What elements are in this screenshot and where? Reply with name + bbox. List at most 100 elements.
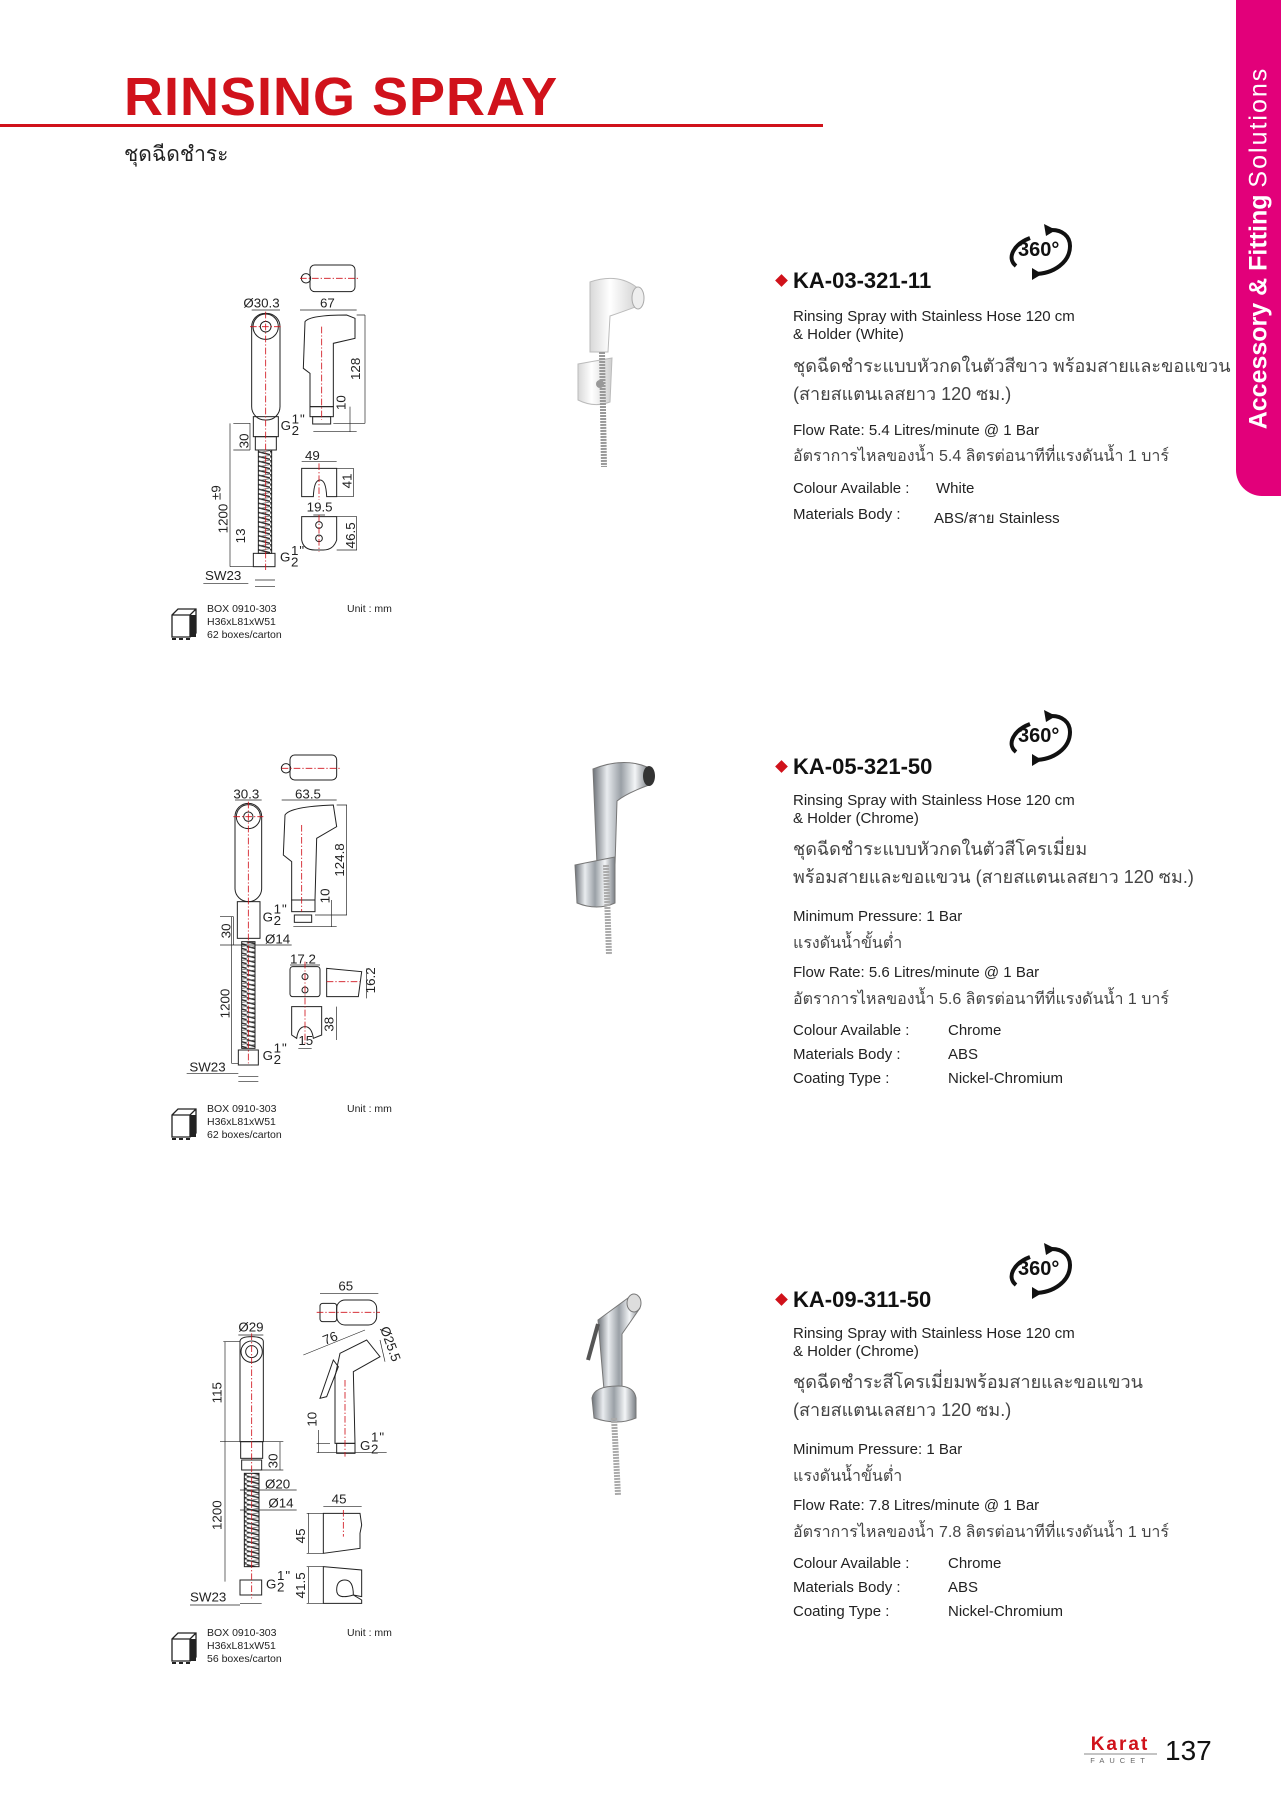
rotate-360-icon: 360°: [1009, 710, 1073, 766]
spec-value: White: [936, 480, 975, 497]
dim-diagonal: 76: [321, 1328, 340, 1347]
description-en-line1: Rinsing Spray with Stainless Hose 120 cm: [793, 308, 1075, 325]
dim-ten: 10: [305, 1412, 320, 1427]
dim-nut: 13: [233, 529, 248, 544]
dim-spanner: SW23: [189, 1060, 225, 1075]
product-ka-05-321-50: KA-05-321-50 360° Rinsing Spray with Sta…: [775, 710, 1217, 1094]
section-tab-thin: Solutions: [1244, 66, 1272, 188]
spec-label: Materials Body :: [793, 1579, 901, 1596]
dim-holder-width: 45: [332, 1491, 347, 1506]
svg-text:±9: ±9: [209, 485, 224, 500]
product-ka-03-321-11: KA-03-321-11 360° Rinsing Spray with Sta…: [775, 224, 1231, 528]
svg-text:2: 2: [274, 913, 281, 928]
flow-rate-th: อัตราการไหลของน้ำ 7.8 ลิตรต่อนาทีที่แรงด…: [793, 1524, 1169, 1541]
min-pressure-en: Minimum Pressure: 1 Bar: [793, 1441, 963, 1458]
svg-text:360°: 360°: [1018, 725, 1059, 747]
spec-label: Colour Available :: [793, 1555, 910, 1572]
svg-text:Karat: Karat: [1091, 1734, 1150, 1755]
technical-drawing-ka-05-321-50: 30.3 63.5 124.8 10 G 1 2 " 30 Ø14 1200 G…: [186, 754, 378, 1082]
box-icon: [171, 1632, 197, 1664]
dim-ten: 10: [317, 889, 332, 904]
dim-width: 67: [320, 295, 335, 310]
flow-rate-th: อัตราการไหลของน้ำ 5.6 ลิตรต่อนาทีที่แรงด…: [793, 991, 1169, 1008]
box-carton-qty: 62 boxes/carton: [207, 1129, 282, 1141]
spec-value: ABS: [948, 1579, 979, 1596]
dim-hose-length: 1200: [215, 504, 230, 534]
dim-hose-length: 1200: [217, 989, 232, 1019]
svg-text:": ": [379, 1430, 384, 1445]
box-carton-qty: 62 boxes/carton: [207, 629, 282, 641]
svg-text:G: G: [263, 1048, 273, 1063]
dim-collar-diameter: Ø20: [265, 1476, 290, 1491]
spec-value: ABS/สาย Stainless: [934, 510, 1060, 527]
description-th-line2: พร้อมสายและขอแขวน (สายสแตนเลสยาว 120 ซม.…: [793, 867, 1194, 887]
svg-text:1: 1: [291, 543, 298, 558]
section-side-tab: Accessory & Fitting Solutions: [1236, 0, 1281, 496]
dim-collar: 30: [219, 924, 234, 939]
dim-hose-diameter: Ø14: [268, 1495, 294, 1510]
description-th-line2: (สายสแตนเลสยาว 120 ซม.): [793, 384, 1012, 404]
dim-ten: 10: [334, 395, 349, 410]
spec-label: Materials Body :: [793, 1046, 901, 1063]
description-en-line2: & Holder (Chrome): [793, 810, 919, 827]
dim-plate-width: 19.5: [307, 500, 333, 515]
svg-text:FAUCET: FAUCET: [1090, 1756, 1150, 1765]
dim-collar: 30: [265, 1454, 280, 1469]
svg-text:2: 2: [277, 1580, 284, 1595]
description-en-line1: Rinsing Spray with Stainless Hose 120 cm: [793, 792, 1075, 809]
product-photo-chrome-spray: [586, 1293, 642, 1495]
dim-height: 115: [210, 1382, 225, 1403]
description-th-line2: (สายสแตนเลสยาว 120 ซม.): [793, 1400, 1012, 1420]
technical-drawing-ka-09-311-50: 65 Ø29 76 Ø25.5 115 10 G 1 2 " 30 Ø20 Ø1…: [190, 1279, 404, 1606]
min-pressure-th: แรงดันน้ำขั้นต่ำ: [793, 1468, 903, 1485]
description-th-line1: ชุดฉีดชำระสีโครเมี่ยมพร้อมสายและขอแขวน: [793, 1372, 1143, 1392]
svg-text:": ": [282, 901, 287, 916]
packaging-info: BOX 0910-303 H36xL81xW51 56 boxes/carton…: [170, 1627, 400, 1673]
dim-head-diameter: Ø30.3: [243, 295, 279, 310]
flow-rate-th: อัตราการไหลของน้ำ 5.4 ลิตรต่อนาทีที่แรงด…: [793, 448, 1169, 465]
dim-height: 128: [348, 358, 363, 380]
dim-holder-height: 38: [321, 1017, 336, 1032]
svg-text:G: G: [266, 1576, 276, 1591]
spec-label: Colour Available :: [793, 1022, 910, 1039]
dim-hose-diameter: Ø14: [265, 931, 291, 946]
svg-text:2: 2: [291, 555, 298, 570]
technical-drawing-ka-03-321-11: Ø30.3 67 128 10 G 1 2 " 30 1200 ±9 13 G …: [203, 264, 366, 587]
dim-hook: 15: [298, 1033, 313, 1048]
box-dimensions: H36xL81xW51: [207, 1116, 276, 1128]
svg-text:G: G: [360, 1438, 370, 1453]
dim-collar: 30: [236, 434, 251, 449]
product-ka-09-311-50: KA-09-311-50 360° Rinsing Spray with Sta…: [775, 1243, 1217, 1627]
spec-value: Chrome: [948, 1022, 1002, 1039]
dim-hose-length: 1200: [210, 1500, 225, 1530]
min-pressure-th: แรงดันน้ำขั้นต่ำ: [793, 935, 903, 952]
dim-holder-width: 49: [305, 448, 320, 463]
rotate-360-icon: 360°: [1009, 224, 1073, 280]
min-pressure-en: Minimum Pressure: 1 Bar: [793, 908, 963, 925]
box-dimensions: H36xL81xW51: [207, 616, 276, 628]
page-subtitle-thai: ชุดฉีดชำระ: [124, 143, 229, 166]
svg-text:": ": [300, 411, 305, 426]
unit-label: Unit : mm: [347, 1627, 392, 1639]
title-divider: [0, 124, 823, 127]
dim-head-diameter: 30.3: [233, 786, 259, 801]
dim-spanner: SW23: [190, 1590, 226, 1605]
svg-text:1: 1: [274, 1040, 281, 1055]
dim-plate-depth: 16.2: [363, 967, 378, 993]
product-code: KA-05-321-50: [793, 754, 933, 779]
karat-faucet-logo: Karat FAUCET: [1084, 1734, 1157, 1765]
dim-height: 124.8: [332, 843, 347, 876]
svg-text:2: 2: [292, 423, 299, 438]
page-number: 137: [1165, 1735, 1212, 1766]
unit-label: Unit : mm: [347, 1103, 392, 1115]
svg-text:": ": [299, 543, 304, 558]
bullet-diamond-icon: [775, 1293, 788, 1306]
svg-text:1: 1: [371, 1430, 378, 1445]
description-en-line2: & Holder (Chrome): [793, 1343, 919, 1360]
svg-text:2: 2: [371, 1441, 378, 1456]
svg-text:1: 1: [274, 901, 281, 916]
dim-plate-width: 17.2: [290, 951, 316, 966]
dim-hook-height: 41.5: [293, 1572, 308, 1598]
svg-text:G: G: [263, 910, 273, 925]
spec-value: ABS: [948, 1046, 979, 1063]
